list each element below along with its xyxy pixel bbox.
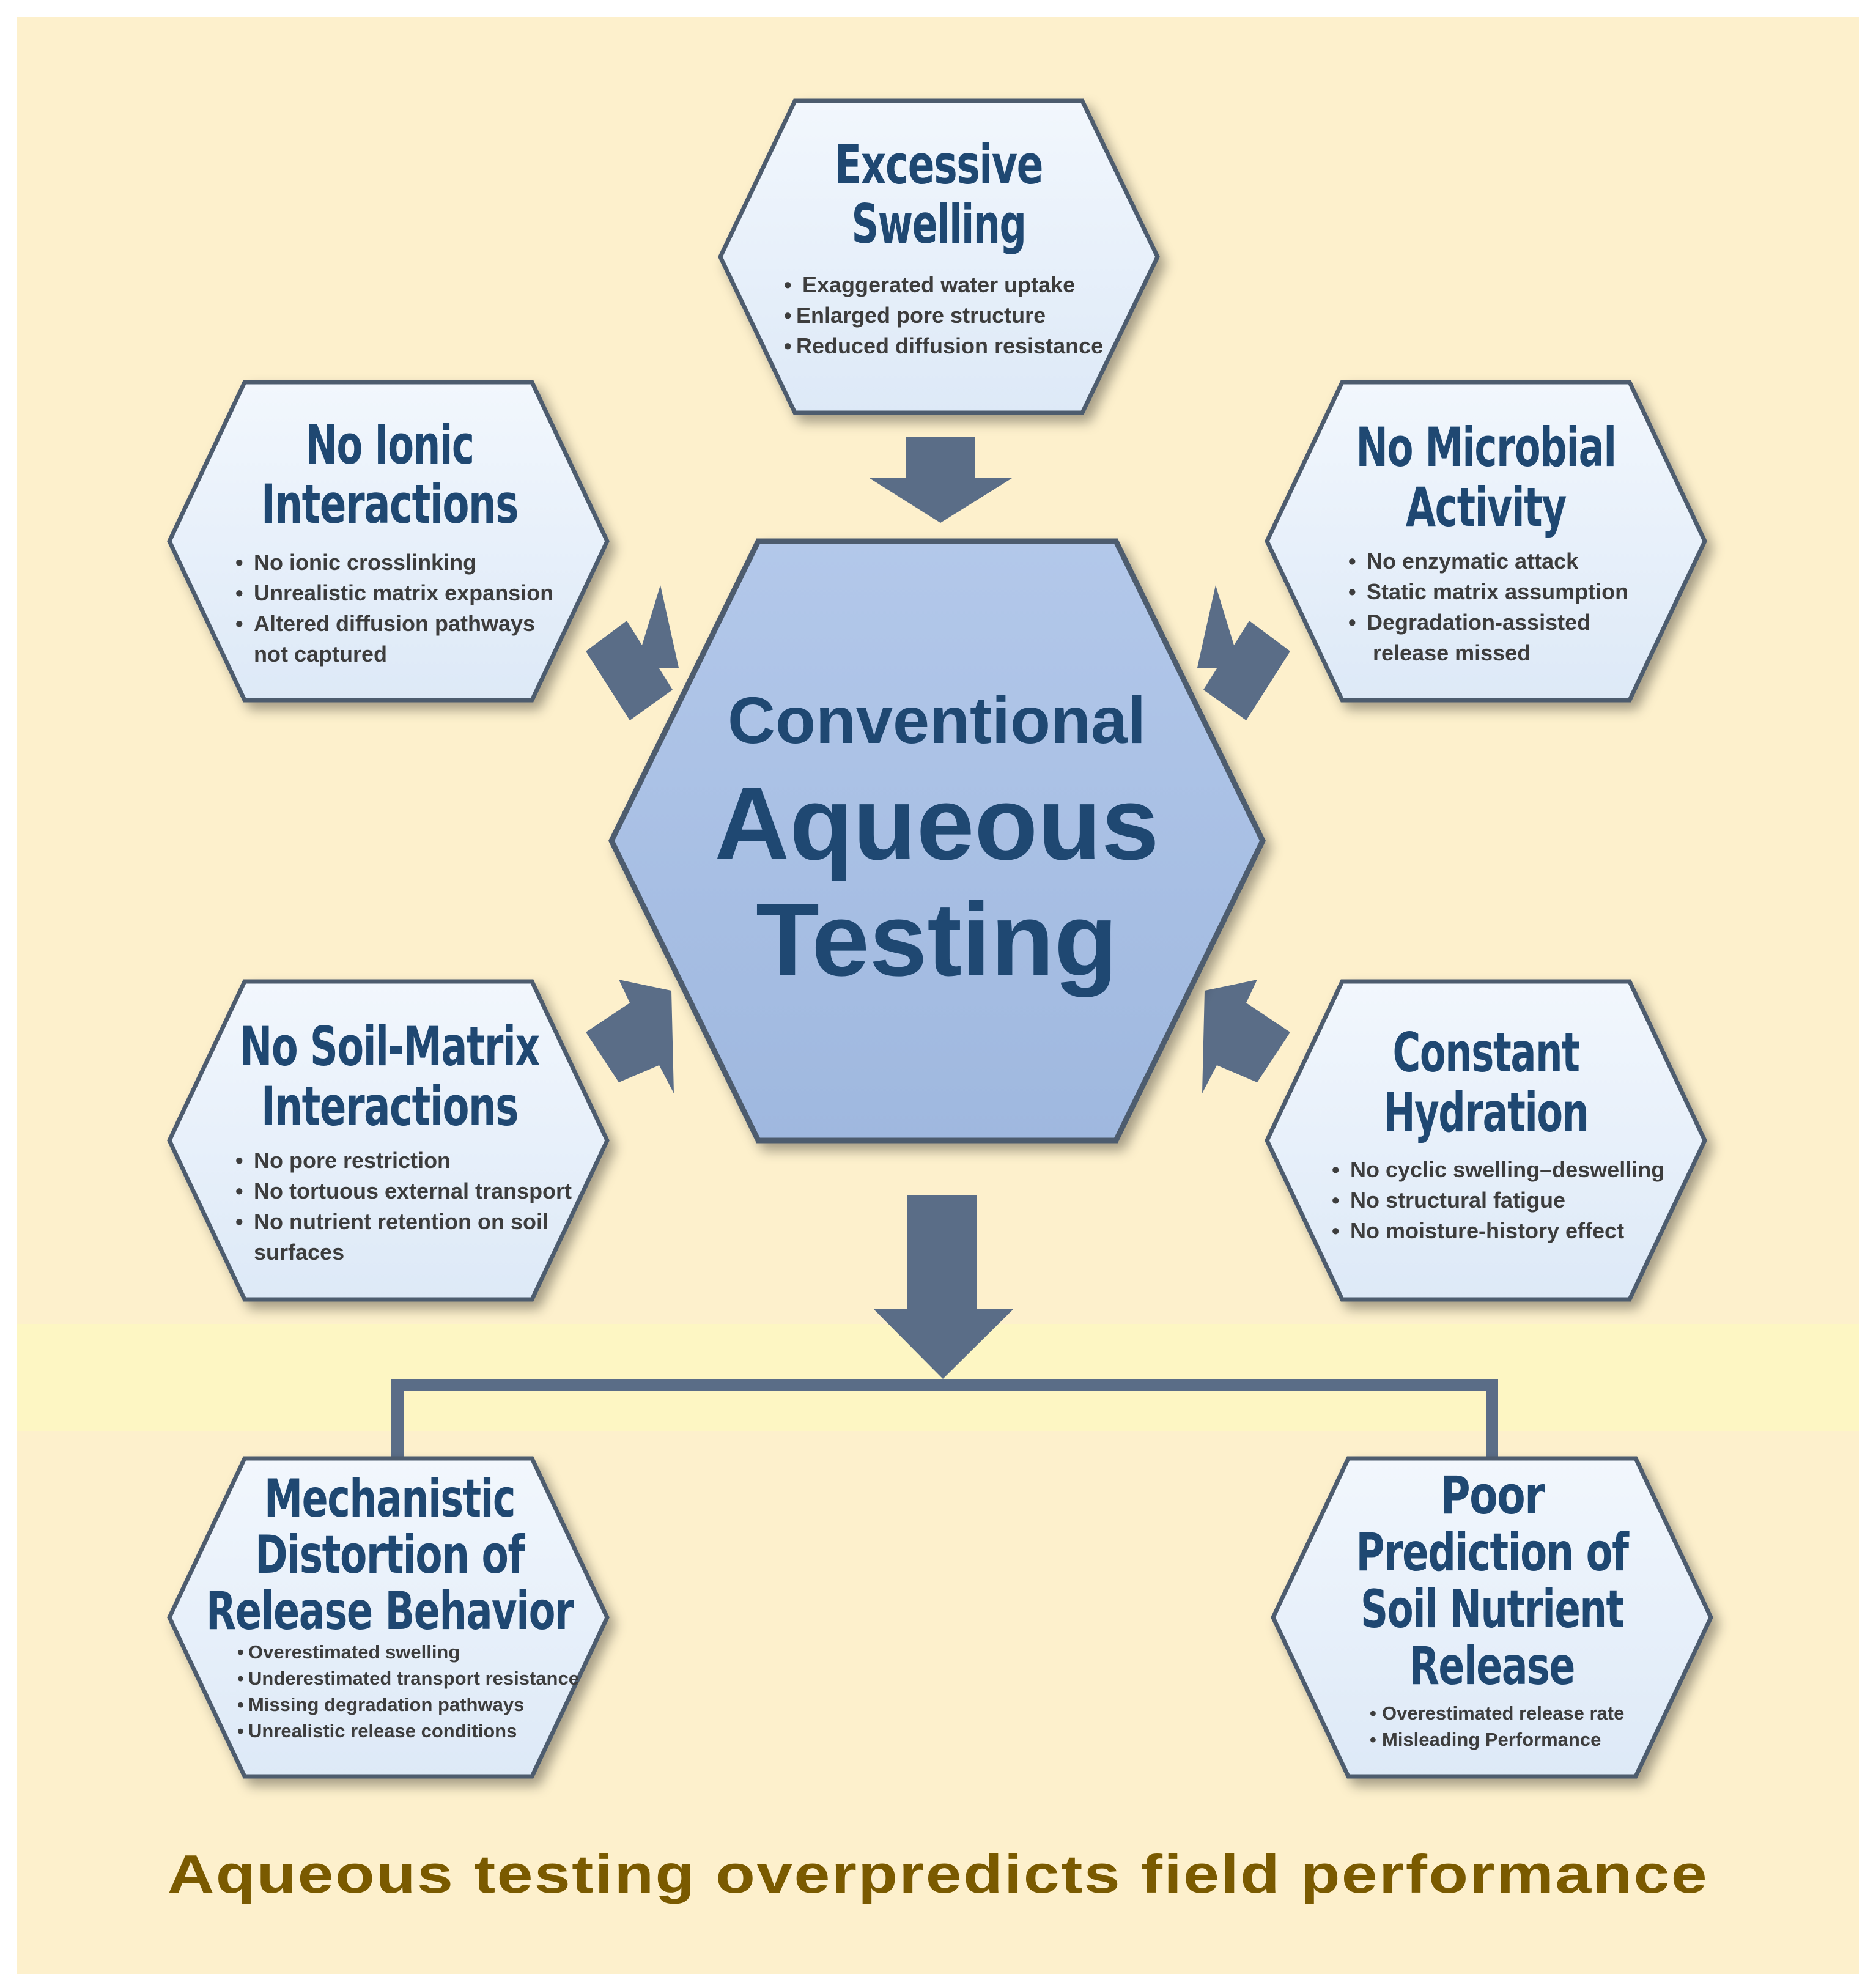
hex-title-line: No Microbial [1356,416,1616,479]
hex-title-line: Distortion of [255,1524,526,1586]
hex-title-line: Soil Nutrient [1361,1579,1624,1640]
hex-title-line: No Soil-Matrix [240,1015,540,1078]
arrow-ionic-to-center-icon [586,585,679,720]
hex-title-line: Hydration [1384,1081,1589,1144]
hex-title-line: Prediction of [1356,1522,1630,1583]
hex-bullet: No tortuous external transport [254,1178,572,1203]
hex-bullet-continuation: surfaces [254,1240,344,1265]
bullet-marker: • [235,1148,243,1173]
bullet-marker: • [237,1641,244,1663]
arrow-soil-to-center-icon [586,980,674,1093]
hex-excessive-swelling: Excessive Swelling • Exaggerated water u… [718,98,1160,415]
bullet-marker: • [235,1209,243,1234]
bullet-marker: • [237,1694,244,1715]
bullet-marker: • [1348,610,1356,635]
hex-bullet: No pore restriction [254,1148,451,1173]
hex-bullet: Unrealistic release conditions [248,1720,517,1742]
hex-bullet: Missing degradation pathways [248,1694,524,1715]
hex-bullet: Degradation-assisted [1367,610,1590,635]
hex-title-line: Mechanistic [264,1468,515,1529]
hex-bullet: Unrealistic matrix expansion [254,580,553,605]
hex-mechanistic-distortion-shape [167,1456,610,1779]
bullet-marker: • [235,580,243,605]
hex-bullet: Enlarged pore structure [796,303,1046,328]
hex-bullet: No cyclic swelling–deswelling [1350,1157,1664,1182]
hex-bullet: Overestimated release rate [1382,1702,1624,1724]
hex-excessive-swelling-shape [718,98,1160,415]
hex-poor-prediction-shape [1271,1456,1713,1779]
hex-title-line: Interactions [261,1075,518,1138]
hex-bullet: Altered diffusion pathways [254,611,535,636]
hex-bullet-continuation: not captured [254,641,387,667]
bullet-marker: • [1332,1218,1340,1243]
hex-title-line: Release [1409,1636,1575,1697]
bullet-marker: • [784,333,792,358]
arrow-top-down-icon [870,437,1012,523]
bullet-marker: • [784,303,792,328]
arrow-microbial-to-center-icon [1197,585,1290,720]
hex-bullet: No nutrient retention on soil [254,1209,548,1234]
bullet-marker: • [235,611,243,636]
bullet-marker: • [1348,579,1356,604]
hex-mechanistic-distortion: Mechanistic Distortion of Release Behavi… [167,1456,610,1779]
hex-bullet: Static matrix assumption [1367,579,1628,604]
bullet-marker: • [237,1668,244,1689]
hex-title-line: Constant [1393,1021,1580,1084]
hex-constant-hydration-shape [1265,979,1707,1302]
bullet-marker: • [1370,1729,1376,1750]
hex-title-line: No Ionic [306,413,474,476]
hex-title-line: Release Behavior [206,1581,574,1642]
hex-bullet: No enzymatic attack [1367,549,1579,574]
hex-bullet: Overestimated swelling [248,1641,460,1663]
hex-bullet-continuation: release missed [1373,640,1531,665]
center-title-line1: Conventional [728,683,1146,757]
hex-no-ionic-interactions-shape [167,380,610,703]
connector-line [391,1379,1498,1465]
hex-title-line: Activity [1406,476,1566,539]
hex-title-line: Excessive [835,133,1043,196]
center-title-line2: Aqueous [714,766,1159,882]
bullet-marker: • [235,1178,243,1203]
hex-no-ionic-interactions: No Ionic Interactions • No ionic crossli… [167,380,610,703]
bullet-marker: • [1332,1188,1340,1213]
bullet-marker: • [237,1720,244,1742]
hex-constant-hydration: Constant Hydration • No cyclic swelling–… [1265,979,1707,1302]
footer-conclusion: Aqueous testing overpredicts field perfo… [168,1844,1708,1904]
arrow-center-down-icon [873,1195,1014,1379]
hex-bullet: Reduced diffusion resistance [796,333,1103,358]
hex-no-microbial-activity: No Microbial Activity • No enzymatic att… [1265,380,1707,703]
hex-bullet: No structural fatigue [1350,1188,1565,1213]
bullet-marker: • [784,272,792,297]
bullet-marker: • [235,550,243,575]
hex-title-line: Interactions [261,473,518,536]
hex-poor-prediction: Poor Prediction of Soil Nutrient Release… [1271,1456,1713,1779]
hex-bullet: Underestimated transport resistance [248,1668,579,1689]
arrow-hydration-to-center-icon [1202,980,1290,1093]
bullet-marker: • [1370,1702,1376,1724]
hex-no-microbial-activity-shape [1265,380,1707,703]
hex-title-line: Poor [1440,1465,1545,1526]
hex-bullet: No moisture-history effect [1350,1218,1624,1243]
hex-no-soil-matrix-interactions-shape [167,979,610,1302]
center-hexagon: Conventional Aqueous Testing [608,538,1266,1144]
hex-bullet: No ionic crosslinking [254,550,476,575]
hex-bullet: Misleading Performance [1382,1729,1601,1750]
bullet-marker: • [1348,549,1356,574]
center-hexagon-shape [608,538,1266,1144]
hex-no-soil-matrix-interactions: No Soil-Matrix Interactions • No pore re… [167,979,610,1302]
bullet-marker: • [1332,1157,1340,1182]
hex-bullet: Exaggerated water uptake [802,272,1075,297]
hex-title-line: Swelling [852,193,1026,256]
center-title-line3: Testing [756,882,1118,998]
